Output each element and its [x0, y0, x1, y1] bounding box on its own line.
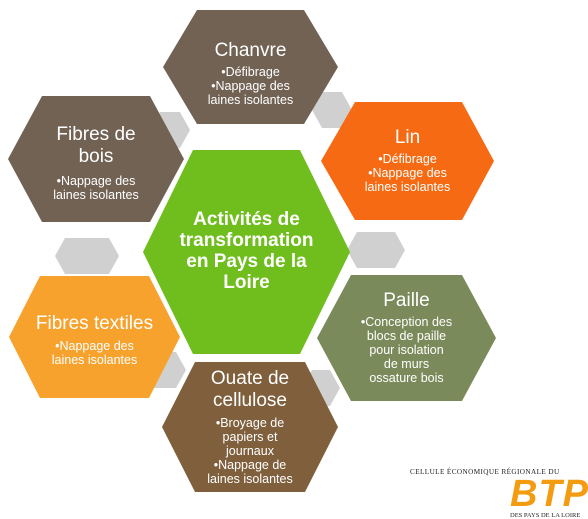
node-item: ossature bois — [369, 371, 444, 385]
node-item: laines isolantes — [364, 180, 451, 194]
node-fibres-de-bois: Fibres de bois •Nappage des laines isola… — [8, 124, 184, 202]
node-item: papiers et — [222, 430, 278, 444]
node-item: •Défibrage — [221, 65, 280, 79]
node-title-line: cellulose — [213, 390, 287, 411]
center-title-line: Loire — [223, 272, 270, 293]
node-fibres-textiles: Fibres textiles •Nappage des laines isol… — [9, 313, 180, 367]
connector-lin-paille — [347, 232, 405, 268]
hex-lin — [321, 102, 494, 220]
hex-textiles — [9, 276, 180, 398]
connector-chanvre-lin — [312, 92, 352, 128]
node-item: •Nappage des — [55, 339, 134, 353]
connector-textiles-bois — [55, 238, 119, 274]
center-title: Activités de transformation en Pays de l… — [158, 209, 335, 293]
node-title: Lin — [394, 127, 421, 148]
node-item: laines isolantes — [51, 353, 138, 367]
node-item: de murs — [383, 357, 430, 371]
node-item: •Défibrage — [378, 152, 437, 166]
node-items: •Nappage des laines isolantes — [9, 339, 180, 367]
node-items: •Conception des blocs de paille pour iso… — [317, 315, 496, 385]
center-title-line: transformation — [179, 230, 314, 251]
node-items: •Défibrage •Nappage des laines isolantes — [321, 152, 494, 194]
logo-name: BTP — [510, 473, 588, 515]
hex-chanvre — [163, 10, 338, 124]
hex-center — [143, 150, 350, 354]
node-item: •Broyage de — [215, 416, 285, 430]
node-title-line: Fibres de — [56, 124, 136, 145]
node-title: Paille — [383, 290, 430, 311]
center-title-line: en Pays de la — [186, 251, 307, 272]
node-chanvre: Chanvre •Défibrage •Nappage des laines i… — [163, 40, 338, 107]
node-item: •Nappage des — [211, 79, 290, 93]
node-item: laines isolantes — [207, 472, 293, 486]
node-item: •Conception des — [360, 315, 453, 329]
node-ouate-de-cellulose: Ouate de cellulose •Broyage de papiers e… — [162, 368, 338, 486]
node-item: •Nappage des — [368, 166, 447, 180]
node-item: •Nappage des — [56, 174, 136, 188]
node-item: laines isolantes — [207, 93, 294, 107]
node-title-line: Ouate de — [210, 368, 290, 389]
hex-paille — [317, 275, 496, 401]
node-item: pour isolation — [369, 343, 444, 357]
node-item: laines isolantes — [53, 188, 139, 202]
hex-bois — [8, 96, 184, 222]
node-item: journaux — [226, 444, 274, 458]
node-lin: Lin •Défibrage •Nappage des laines isola… — [321, 127, 494, 194]
node-items: •Défibrage •Nappage des laines isolantes — [163, 65, 338, 107]
node-item: blocs de paille — [366, 329, 447, 343]
node-title-line: bois — [78, 146, 114, 167]
node-items: •Nappage des laines isolantes — [8, 174, 184, 202]
node-title: Chanvre — [214, 40, 287, 61]
node-item: •Nappage de — [213, 458, 287, 472]
logo-subline: DES PAYS DE LA LOIRE — [510, 512, 581, 519]
node-items: •Broyage de papiers et journaux •Nappage… — [162, 416, 338, 486]
logo-tagline: CELLULE ÉCONOMIQUE RÉGIONALE DU — [410, 468, 560, 476]
center-title-line: Activités de — [193, 209, 300, 230]
hex-ouate — [162, 362, 338, 492]
btp-logo: CELLULE ÉCONOMIQUE RÉGIONALE DU BTP DES … — [410, 468, 588, 519]
node-title: Fibres textiles — [35, 313, 154, 334]
node-paille: Paille •Conception des blocs de paille p… — [317, 290, 496, 385]
